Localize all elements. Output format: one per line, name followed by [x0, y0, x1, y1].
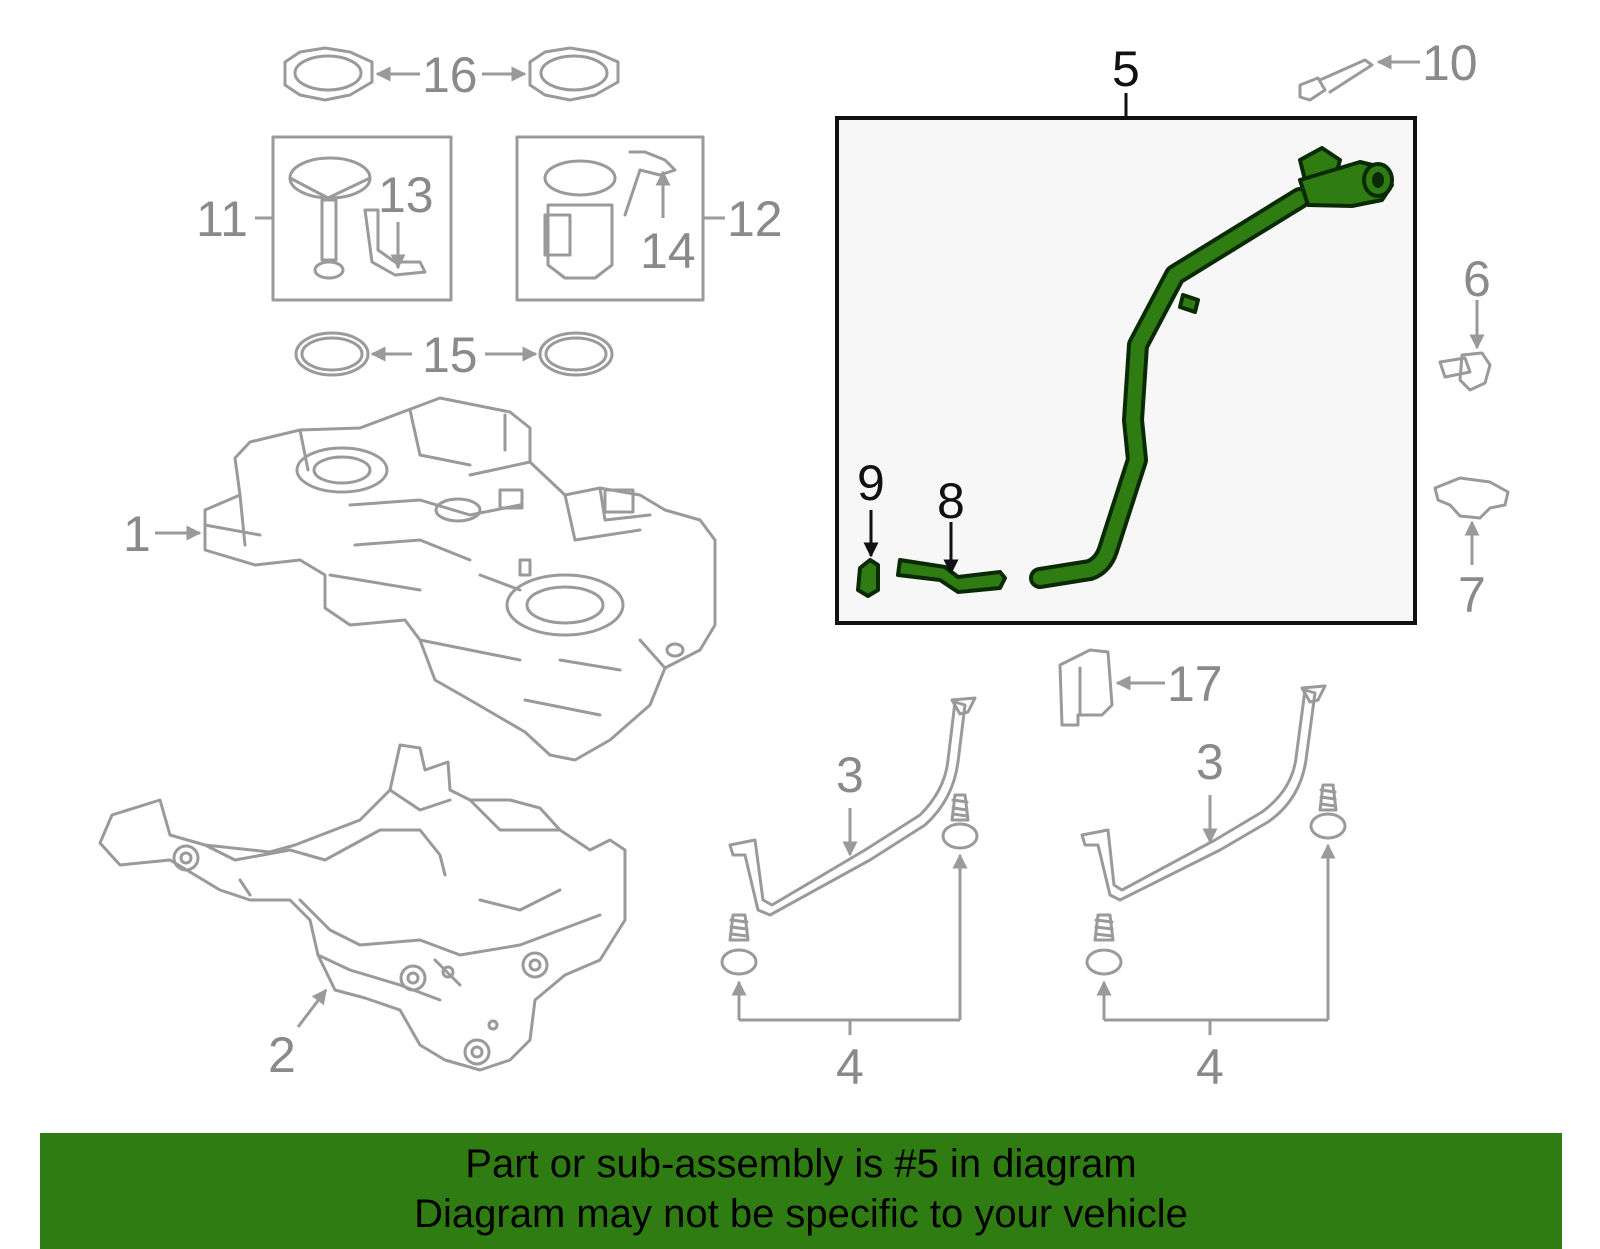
gasket-16-right: [528, 46, 620, 102]
info-banner: Part or sub-assembly is #5 in diagram Di…: [40, 1133, 1562, 1249]
callout-16: 16: [422, 47, 478, 103]
callout-15: 15: [422, 327, 478, 383]
callout-14: 14: [640, 223, 696, 279]
callout-11: 11: [196, 191, 248, 247]
callout-3-left: 3: [836, 747, 864, 803]
banner-line-1: Part or sub-assembly is #5 in diagram: [465, 1142, 1137, 1186]
o-ring-15-right: [538, 331, 614, 377]
bolts-4-right: [1085, 783, 1347, 976]
filler-pipe-5: [1029, 146, 1394, 589]
heat-shield-2: [98, 743, 627, 1072]
bolt-6: [1438, 351, 1492, 392]
callout-12: 12: [727, 191, 783, 247]
strap-3-left: [728, 696, 977, 917]
tether-10: [1298, 58, 1374, 102]
callout-17: 17: [1167, 656, 1223, 712]
gasket-16-left: [283, 46, 374, 102]
bracket-17: [1058, 648, 1114, 727]
clamp-9: [856, 558, 880, 598]
fuel-sender-11: [288, 156, 427, 280]
callout-10: 10: [1422, 35, 1478, 91]
callout-5: 5: [1112, 41, 1140, 97]
banner-line-2: Diagram may not be specific to your vehi…: [414, 1192, 1188, 1236]
strap-3-right: [1080, 684, 1327, 902]
callout-2: 2: [268, 1027, 296, 1083]
callout-9: 9: [857, 455, 885, 511]
hose-8: [896, 558, 1007, 594]
fuel-tank-1: [203, 396, 717, 762]
callout-1: 1: [123, 506, 151, 562]
callout-4-right: 4: [1196, 1039, 1224, 1095]
callout-3-right: 3: [1196, 734, 1224, 790]
callout-6: 6: [1463, 251, 1491, 307]
callout-13: 13: [378, 167, 434, 223]
bolts-4-left: [720, 793, 979, 976]
o-ring-15-left: [294, 331, 370, 377]
callout-7: 7: [1458, 567, 1486, 623]
clip-7: [1433, 476, 1510, 520]
callout-8: 8: [937, 473, 965, 529]
callout-4-left: 4: [836, 1039, 864, 1095]
